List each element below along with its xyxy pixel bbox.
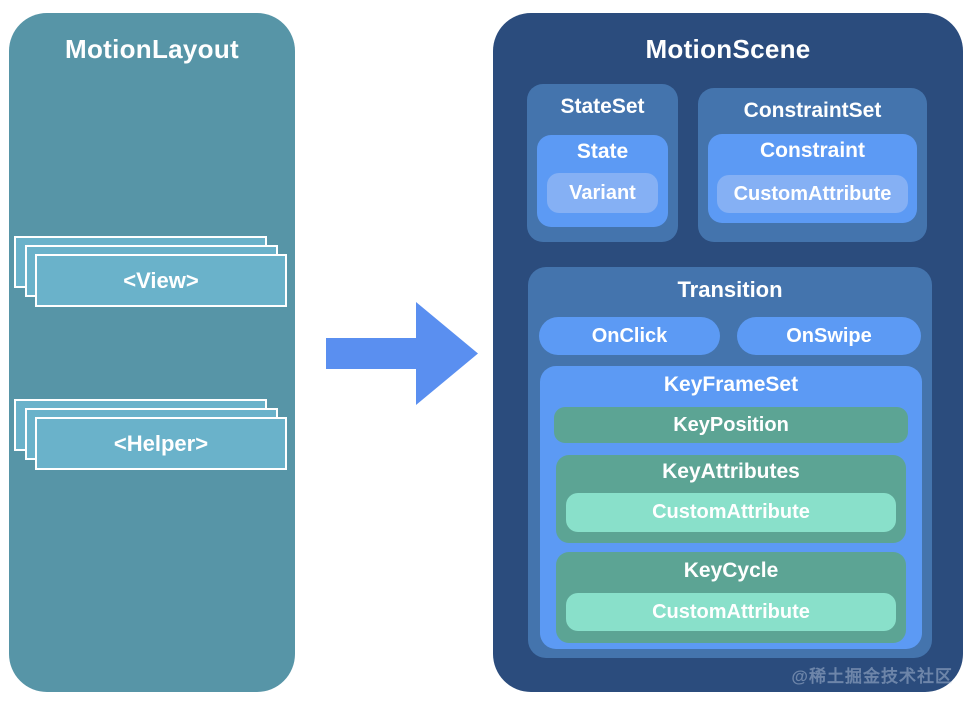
keyframeset-box: KeyFrameSet KeyPosition KeyAttributes Cu… (540, 366, 922, 649)
keyattributes-customattribute-node: CustomAttribute (566, 493, 896, 532)
view-card-front: <View> (35, 254, 287, 307)
transition-title: Transition (677, 277, 783, 302)
keycycle-customattribute-node: CustomAttribute (566, 593, 896, 631)
view-label: <View> (123, 267, 199, 293)
constraintset-box: ConstraintSet Constraint CustomAttribute (698, 88, 927, 242)
stateset-box: StateSet State Variant (527, 84, 678, 242)
keycycle-title: KeyCycle (683, 559, 779, 582)
motionlayout-panel: MotionLayout <View> <Helper> (9, 13, 295, 692)
keyposition-node: KeyPosition (554, 407, 908, 443)
helper-card-front: <Helper> (35, 417, 287, 470)
motionscene-panel: MotionScene StateSet State Variant Const… (493, 13, 963, 692)
constraint-box: Constraint CustomAttribute (708, 134, 917, 223)
keycycle-box: KeyCycle CustomAttribute (556, 552, 906, 643)
motionlayout-title: MotionLayout (64, 34, 239, 64)
motionscene-title: MotionScene (645, 34, 811, 64)
onswipe-node: OnSwipe (737, 317, 921, 355)
constraint-title: Constraint (760, 139, 865, 162)
constraint-customattribute-node: CustomAttribute (717, 175, 908, 213)
transition-box: Transition OnClick OnSwipe KeyFrameSet K… (528, 267, 932, 658)
watermark-text: @稀土掘金技术社区 (791, 667, 953, 686)
constraintset-title: ConstraintSet (743, 99, 882, 122)
keyattributes-title: KeyAttributes (662, 460, 800, 483)
stateset-title: StateSet (560, 95, 645, 118)
state-title: State (576, 140, 629, 163)
variant-node: Variant (547, 173, 658, 213)
onclick-node: OnClick (539, 317, 720, 355)
right-arrow-icon (326, 302, 478, 405)
keyattributes-box: KeyAttributes CustomAttribute (556, 455, 906, 543)
helper-label: <Helper> (113, 430, 209, 456)
state-box: State Variant (537, 135, 668, 227)
keyframeset-title: KeyFrameSet (663, 373, 799, 396)
